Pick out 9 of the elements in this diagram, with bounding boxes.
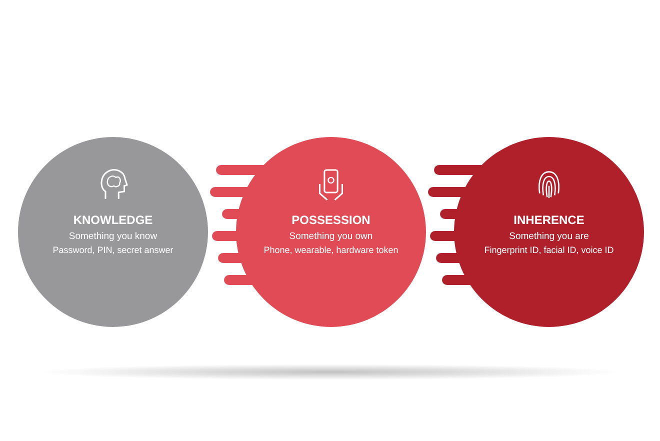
category-heading: INHERENCE xyxy=(512,213,586,227)
category-heading: KNOWLEDGE xyxy=(72,213,154,227)
category-heading: POSSESSION xyxy=(290,213,372,227)
category-subtitle: Something you know xyxy=(68,231,158,242)
category-subtitle: Something you are xyxy=(508,231,590,242)
category-subtitle: Something you own xyxy=(288,231,374,242)
examples-text: Fingerprint ID, facial ID, voice ID xyxy=(483,245,615,255)
examples-text: Phone, wearable, hardware token xyxy=(262,245,400,255)
examples-text: Password, PIN, secret answer xyxy=(52,245,174,255)
